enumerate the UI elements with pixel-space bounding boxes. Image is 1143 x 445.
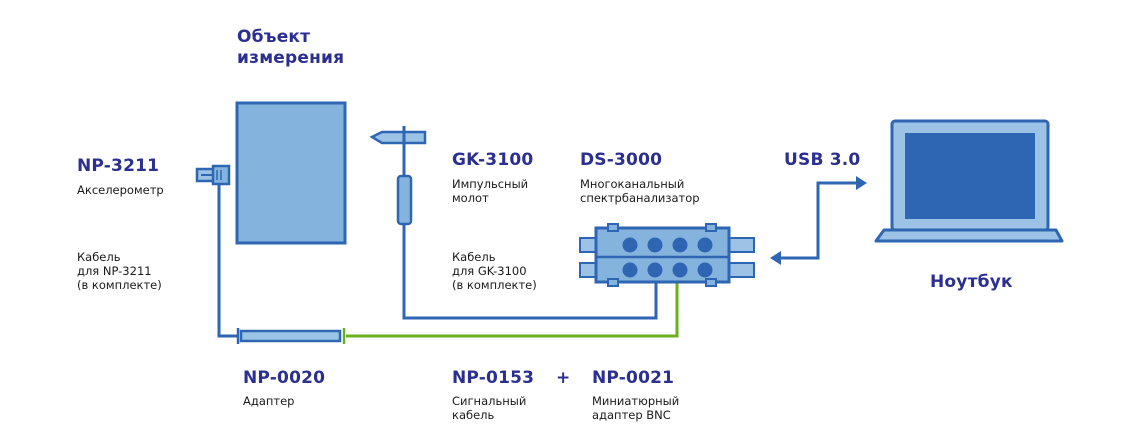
measurement-object <box>235 101 347 245</box>
usb-connection <box>770 176 867 265</box>
analyzer-description: Многоканальный спектрбанализатор <box>580 177 700 205</box>
bnc-adapter-description: Миниатюрный адаптер BNC <box>592 394 679 422</box>
plus-sign: + <box>556 368 571 388</box>
hammer-line2: молот <box>452 191 489 205</box>
hammer-cable-line1: Кабель <box>452 250 496 264</box>
analyzer-line1: Многоканальный <box>580 177 685 191</box>
impulse-hammer <box>369 126 427 226</box>
adapter-model: NP-0020 <box>243 368 326 388</box>
hammer-line1: Импульсный <box>452 177 529 191</box>
accelerometer-name: Акселерометр <box>77 183 164 197</box>
hammer-cable-line2: для GK-3100 <box>452 264 527 278</box>
spectrum-analyzer <box>579 223 755 287</box>
accelerometer-cable <box>217 184 238 338</box>
analyzer-line2: спектрбанализатор <box>580 191 700 205</box>
signal-cable-line1: Сигнальный <box>452 394 527 408</box>
signal-cable-model: NP-0153 <box>452 368 535 388</box>
laptop <box>874 119 1064 243</box>
usb-label: USB 3.0 <box>784 150 861 170</box>
accelerometer-cable-label: Кабель для NP-3211 (в комплекте) <box>77 250 162 292</box>
object-title: Объект измерения <box>237 27 344 69</box>
accelerometer-model: NP-3211 <box>77 156 160 176</box>
analyzer-model: DS-3000 <box>580 150 663 170</box>
accel-cable-line1: Кабель <box>77 250 121 264</box>
accelerometer-sensor <box>195 164 231 186</box>
laptop-label: Ноутбук <box>930 272 1013 292</box>
hammer-description: Импульсный молот <box>452 177 528 205</box>
object-title-line2: измерения <box>237 48 345 68</box>
hammer-cable <box>402 224 658 320</box>
hammer-model: GK-3100 <box>452 150 534 170</box>
hammer-cable-label: Кабель для GK-3100 (в комплекте) <box>452 250 537 292</box>
signal-cable-line2: кабель <box>452 408 495 422</box>
signal-cable-description: Сигнальный кабель <box>452 394 526 422</box>
signal-cable <box>346 283 679 338</box>
bnc-adapter-line1: Миниатюрный <box>592 394 680 408</box>
bnc-adapter-line2: адаптер BNC <box>592 408 671 422</box>
object-title-line1: Объект <box>237 27 311 47</box>
accel-cable-line3: (в комплекте) <box>77 278 162 292</box>
adapter-name: Адаптер <box>243 394 295 408</box>
adapter-np0020 <box>236 328 346 344</box>
accel-cable-line2: для NP-3211 <box>77 264 152 278</box>
bnc-adapter-model: NP-0021 <box>592 368 675 388</box>
hammer-cable-line3: (в комплекте) <box>452 278 537 292</box>
